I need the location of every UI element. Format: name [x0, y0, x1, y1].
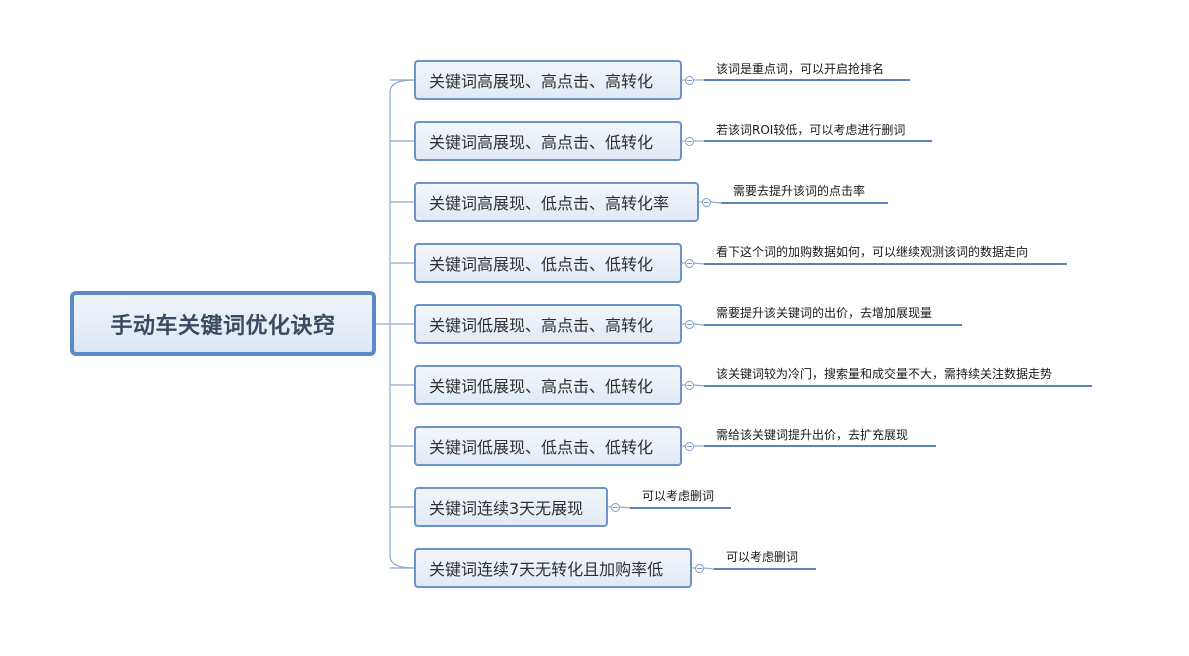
branch-topic-label: 关键词高展现、低点击、高转化率: [429, 194, 670, 213]
branch-topic-label: 关键词高展现、低点击、低转化: [429, 255, 654, 274]
note-connector: [703, 567, 715, 570]
collapse-toggle-icon[interactable]: [685, 381, 694, 390]
note-text-1: 该词是重点词，可以开启抢排名: [716, 62, 885, 76]
note-text-3: 需要去提升该词的点击率: [733, 184, 866, 198]
note-text-6: 该关键词较为冷门，搜索量和成交量不大，需持续关注数据走势: [716, 367, 1053, 381]
collapse-toggle-icon[interactable]: [702, 198, 711, 207]
note-text-9: 可以考虑删词: [726, 550, 799, 564]
note-connector: [710, 201, 722, 204]
branch-topic-3[interactable]: 关键词高展现、低点击、高转化率: [414, 182, 699, 222]
note-text-7: 需给该关键词提升出价，去扩充展现: [716, 428, 909, 442]
note-text-5: 需要提升该关键词的出价，去增加展现量: [716, 306, 933, 320]
note-connector: [693, 262, 705, 265]
branch-topic-4[interactable]: 关键词高展现、低点击、低转化: [414, 243, 682, 283]
branch-topic-6[interactable]: 关键词低展现、高点击、低转化: [414, 365, 682, 405]
branch-topic-9[interactable]: 关键词连续7天无转化且加购率低: [414, 548, 692, 588]
collapse-toggle-icon[interactable]: [695, 564, 704, 573]
note-connector: [693, 323, 705, 326]
branch-topic-label: 关键词高展现、高点击、高转化: [429, 72, 654, 91]
note-text-2: 若该词ROI较低，可以考虑进行删词: [716, 123, 906, 137]
branch-topic-8[interactable]: 关键词连续3天无展现: [414, 487, 608, 527]
branch-topic-label: 关键词低展现、高点击、低转化: [429, 377, 654, 396]
note-connector: [693, 384, 705, 387]
collapse-toggle-icon[interactable]: [685, 259, 694, 268]
branch-topic-label: 关键词高展现、高点击、低转化: [429, 133, 654, 152]
collapse-toggle-icon[interactable]: [685, 442, 694, 451]
collapse-toggle-icon[interactable]: [685, 320, 694, 329]
note-text-4: 看下这个词的加购数据如何，可以继续观测该词的数据走向: [716, 245, 1029, 259]
branch-topic-label: 关键词低展现、高点击、高转化: [429, 316, 654, 335]
branch-topic-1[interactable]: 关键词高展现、高点击、高转化: [414, 60, 682, 100]
branch-topic-2[interactable]: 关键词高展现、高点击、低转化: [414, 121, 682, 161]
note-text-8: 可以考虑删词: [642, 489, 715, 503]
branch-topic-label: 关键词低展现、低点击、低转化: [429, 438, 654, 457]
branch-topic-5[interactable]: 关键词低展现、高点击、高转化: [414, 304, 682, 344]
collapse-toggle-icon[interactable]: [611, 503, 620, 512]
branch-topic-7[interactable]: 关键词低展现、低点击、低转化: [414, 426, 682, 466]
branch-topic-label: 关键词连续3天无展现: [429, 499, 584, 518]
note-connector: [619, 506, 631, 509]
branch-topic-label: 关键词连续7天无转化且加购率低: [429, 560, 664, 579]
root-topic-label: 手动车关键词优化诀窍: [110, 313, 336, 339]
collapse-toggle-icon[interactable]: [685, 137, 694, 146]
collapse-toggle-icon[interactable]: [685, 76, 694, 85]
root-topic[interactable]: 手动车关键词优化诀窍: [70, 291, 376, 356]
